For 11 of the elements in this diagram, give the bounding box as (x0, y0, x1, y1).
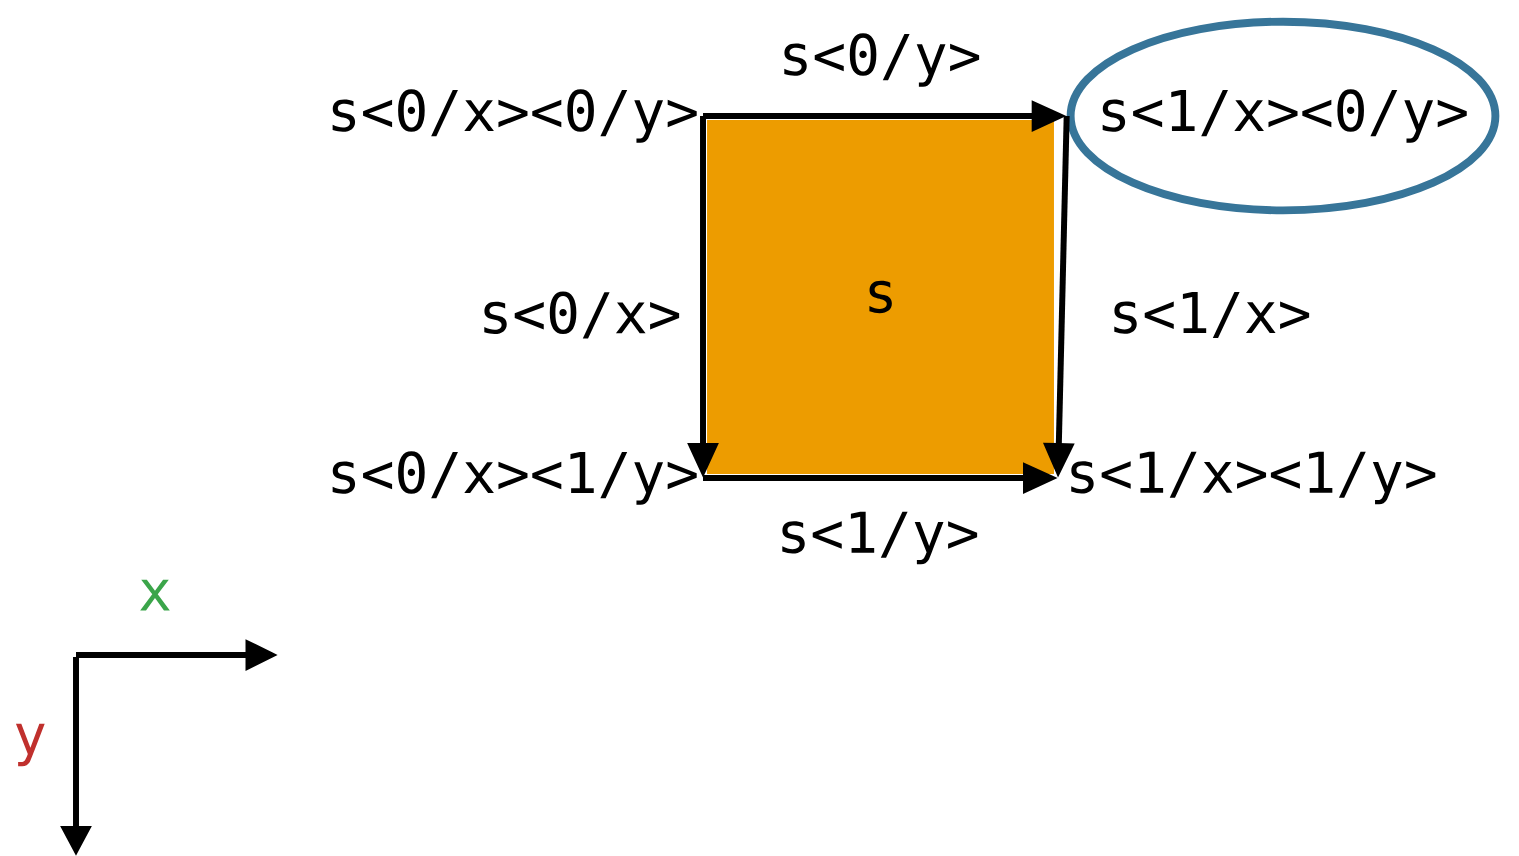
corner-label: s<1/x><1/y> (1071, 451, 1436, 505)
square: s (707, 120, 1054, 474)
axis-label: x (140, 579, 170, 611)
corner-label: s<0/x><1/y> (332, 451, 697, 505)
edge-label: s<0/y> (784, 33, 980, 87)
edge-label: s<1/y> (782, 511, 978, 565)
edge-label: s<1/x> (1114, 291, 1310, 339)
circled-label: s<1/x><0/y> (1066, 17, 1500, 215)
axis-label: y (15, 723, 45, 767)
corner-label: s<0/x><0/y> (332, 89, 697, 143)
edge-label: s<0/x> (484, 291, 680, 339)
